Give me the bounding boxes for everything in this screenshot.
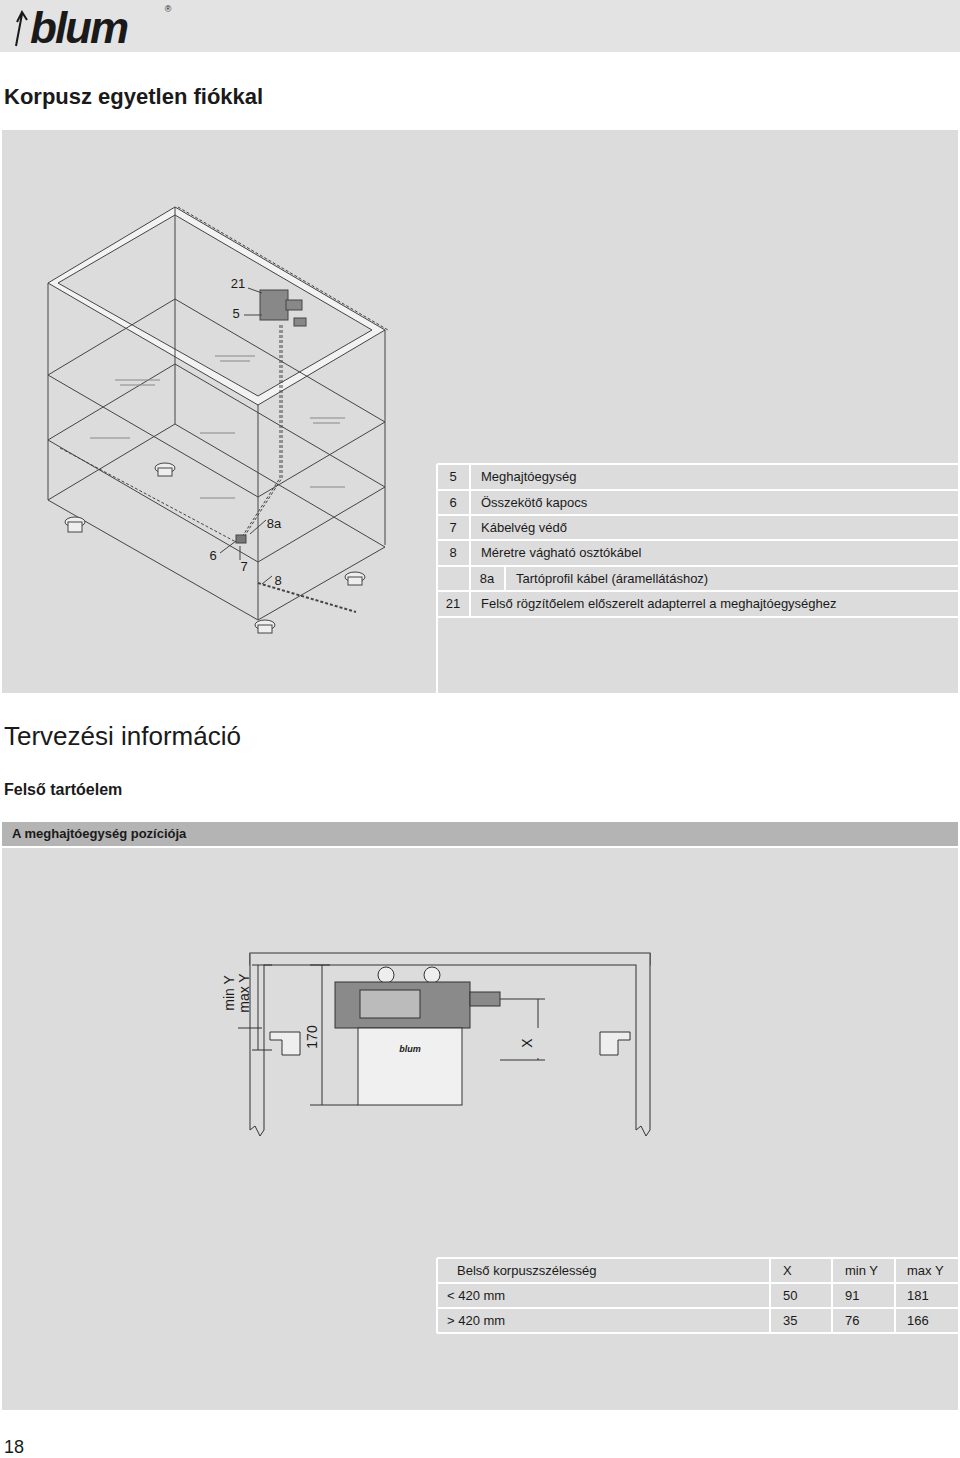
callout-number: 5: [232, 307, 239, 322]
table-grid: [437, 464, 958, 693]
table-cell: 181: [907, 1289, 929, 1304]
legend-number: 6: [449, 496, 456, 511]
header-bar: [0, 0, 960, 52]
table-header: Belső korpuszszélesség: [457, 1264, 596, 1279]
section-heading: Tervezési információ: [4, 722, 241, 752]
table-cell: 50: [783, 1289, 797, 1304]
legend-number: 21: [446, 597, 460, 612]
dimension-label: max Y: [236, 973, 252, 1012]
trademark: ®: [165, 4, 172, 14]
section-band: A meghajtóegység pozíciója: [2, 822, 958, 846]
table-header: max Y: [907, 1264, 944, 1279]
callout-number: 6: [209, 549, 216, 564]
logo-text: blum: [399, 1044, 421, 1054]
legend-number: 7: [449, 521, 456, 536]
legend-number: 8a: [480, 572, 494, 587]
page-number: 18: [4, 1437, 24, 1458]
band-text: A meghajtóegység pozíciója: [12, 826, 948, 842]
table-cell: 91: [845, 1289, 859, 1304]
callout-number: 8a: [267, 517, 281, 532]
table-cell: 166: [907, 1314, 929, 1329]
callout-number: 8: [274, 574, 281, 589]
table-cell: > 420 mm: [447, 1314, 505, 1329]
page-title: Korpusz egyetlen fiókkal: [4, 84, 263, 109]
legend-text: Meghajtóegység: [481, 470, 576, 485]
table-grid: [437, 1258, 958, 1333]
callout-number: 7: [240, 560, 247, 575]
section-drawing: [238, 953, 650, 1136]
table-cell: 76: [845, 1314, 859, 1329]
figure-panel: [2, 130, 958, 693]
figure-panel: [2, 848, 958, 1410]
legend-text: Kábelvég védő: [481, 521, 567, 536]
dimension-label: X: [519, 1038, 535, 1047]
logo-text: blum: [30, 3, 127, 54]
legend-text: Összekötő kapocs: [481, 496, 587, 511]
table-cell: 35: [783, 1314, 797, 1329]
logo-mark: [16, 12, 27, 46]
table-header: X: [783, 1264, 792, 1279]
cabinet-drawing: [48, 207, 388, 633]
legend-text: Felső rögzítőelem előszerelt adapterrel …: [481, 597, 837, 612]
dimension-label: 170: [304, 1025, 320, 1048]
legend-text: Méretre vágható osztókábel: [481, 546, 641, 561]
legend-text: Tartóprofil kábel (áramellátáshoz): [516, 572, 708, 587]
table-cell: < 420 mm: [447, 1289, 505, 1304]
legend-number: 5: [449, 470, 456, 485]
sub-heading: Felső tartóelem: [4, 781, 122, 799]
dimension-label: min Y: [221, 975, 237, 1011]
legend-number: 8: [449, 546, 456, 561]
section-band-bg: [2, 822, 958, 846]
callout-number: 21: [231, 277, 245, 292]
table-header: min Y: [845, 1264, 878, 1279]
